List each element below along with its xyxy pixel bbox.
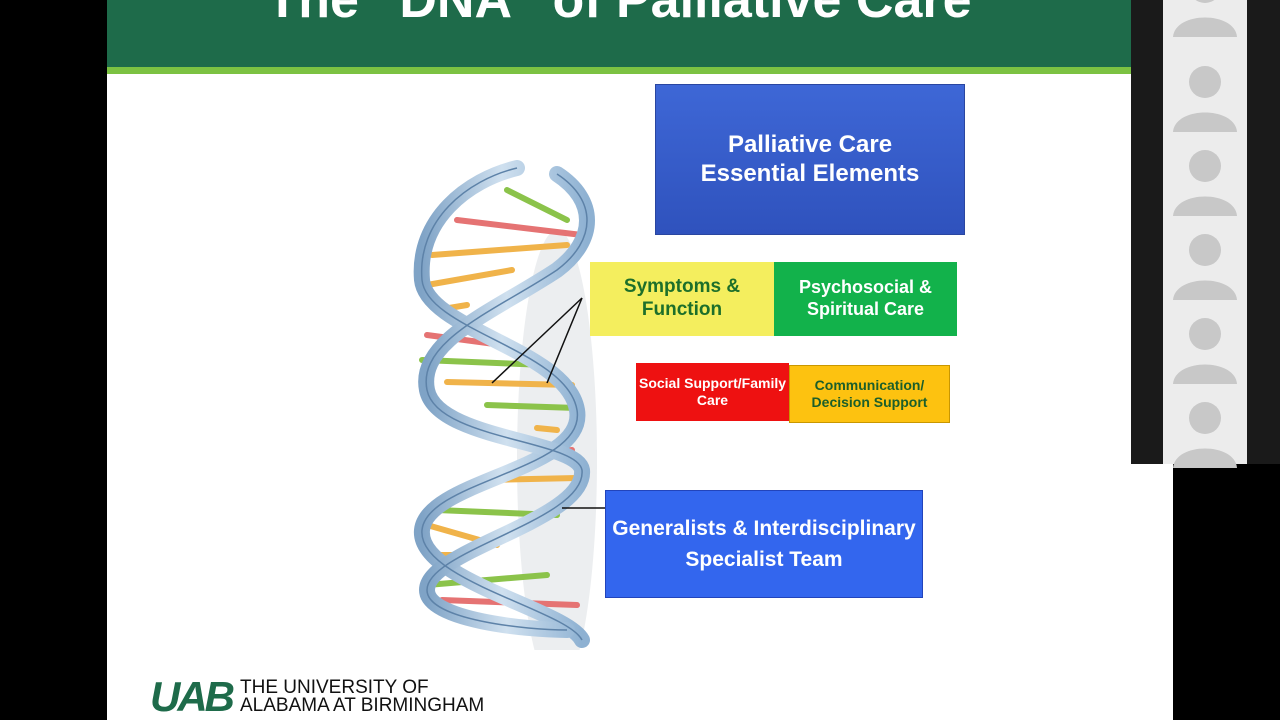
person-avatar-icon (1173, 0, 1237, 37)
social-support-box: Social Support/Family Care (636, 363, 789, 421)
slide-title: The “DNA” of Palliative Care (266, 0, 972, 29)
university-name-line2: ALABAMA AT BIRMINGHAM (240, 695, 485, 716)
person-avatar-icon (1173, 317, 1237, 384)
symptoms-function-box: Symptoms & Function (590, 262, 774, 336)
presentation-slide: The “DNA” of Palliative Care (107, 0, 1173, 720)
participant-tile[interactable] (1163, 304, 1247, 387)
uab-logo-mark: UAB (150, 673, 235, 720)
participant-tile[interactable] (1163, 0, 1247, 40)
uab-footer-logo: UAB THE UNIVERSITY OF ALABAMA AT BIRMING… (150, 673, 485, 720)
person-avatar-icon (1173, 65, 1237, 132)
person-avatar-icon (1173, 149, 1237, 216)
psychosocial-spiritual-box: Psychosocial & Spiritual Care (774, 262, 957, 336)
person-avatar-icon (1173, 401, 1237, 468)
participant-tile[interactable] (1163, 52, 1247, 135)
dna-helix-illustration (413, 160, 597, 650)
connector-lines (491, 297, 605, 509)
person-avatar-icon (1173, 233, 1237, 300)
participant-tile[interactable] (1163, 136, 1247, 219)
university-name-line1: THE UNIVERSITY OF (240, 676, 429, 698)
interdisciplinary-team-box: Generalists & Interdisciplinary Speciali… (605, 490, 923, 598)
participant-video-panel (1131, 0, 1280, 468)
header-accent-stripe (107, 67, 1131, 74)
communication-decision-box: Communication/ Decision Support (789, 365, 950, 423)
participant-tile[interactable] (1163, 388, 1247, 471)
participant-strip (1163, 0, 1247, 468)
university-name: THE UNIVERSITY OF ALABAMA AT BIRMINGHAM (240, 676, 485, 716)
participant-tile[interactable] (1163, 220, 1247, 303)
essential-elements-box: Palliative Care Essential Elements (655, 84, 965, 235)
slide-header-bar: The “DNA” of Palliative Care (107, 0, 1131, 67)
